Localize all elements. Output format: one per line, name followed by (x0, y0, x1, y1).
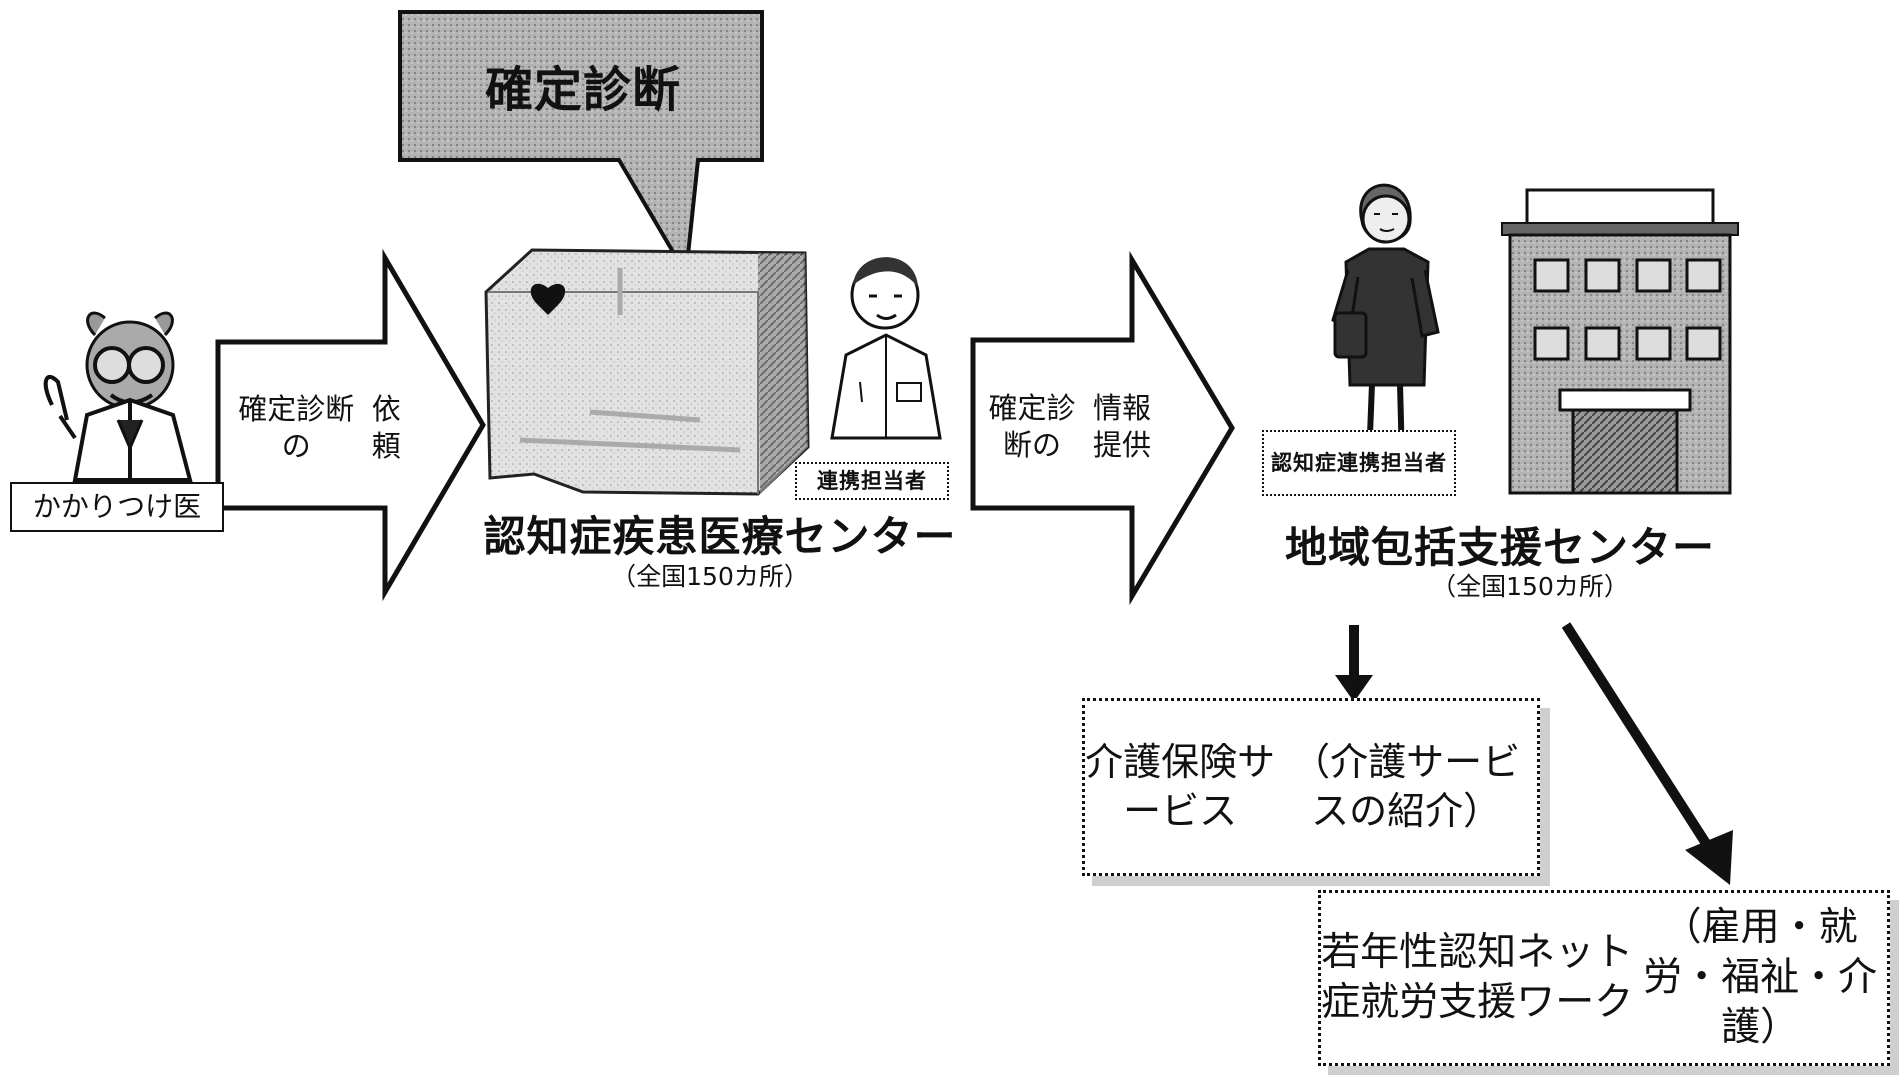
information-arrow-label-line-1: 確定診断の (988, 390, 1076, 462)
arrow-information (970, 250, 1235, 606)
care-service-box: 介護保険サービス （介護サービスの紹介） (1082, 698, 1540, 876)
information-arrow-label-line-2: 情報提供 (1092, 390, 1151, 462)
care-service-subtitle: （介護サービスの紹介） (1292, 740, 1521, 833)
arrow-referral (215, 248, 486, 602)
support-staff-person-icon (1331, 183, 1440, 465)
information-arrow-label: 確定診断の 情報提供 (982, 385, 1162, 469)
support-center-staff-label: 認知症 連携担当者 (1262, 430, 1456, 496)
employment-network-line-2: ネットワーク (1516, 930, 1634, 1025)
support-center-count: （全国150カ所） (1431, 572, 1629, 601)
medical-center-staff-label: 連携担当者 (795, 462, 949, 500)
support-center-name: 地域包括支援センター (1284, 523, 1715, 573)
doctor-icon (43, 311, 193, 482)
doctor-label: かかりつけ医 (10, 482, 224, 532)
medical-center-name: 認知症疾患医療センター (483, 512, 957, 562)
support-center-building-icon (1501, 188, 1739, 495)
employment-network-line-3: （雇用・就労・福祉・介護） (1643, 905, 1878, 1050)
referral-arrow-label-line-2: 依頼 (371, 391, 401, 463)
employment-network-box: 若年性認知症就労支援 ネットワーク （雇用・就労・福祉・介護） (1318, 890, 1890, 1066)
support-center-staff-label-line-2: 連携担当者 (1337, 450, 1447, 475)
confirmed-diagnosis-callout-shape (398, 10, 764, 281)
heart-icon (530, 283, 566, 315)
referral-arrow-label-line-1: 確定診断の (238, 391, 355, 463)
coordinator-person-icon (830, 257, 942, 440)
hospital-building-icon (484, 248, 810, 496)
medical-center-count: （全国150カ所） (611, 562, 809, 591)
support-center-staff-label-line-1: 認知症 (1271, 450, 1337, 475)
referral-arrow-label: 確定診断の 依頼 (232, 388, 412, 468)
down-arrow-care-service (1335, 625, 1373, 702)
care-service-title: 介護保険サービス (1085, 740, 1276, 833)
diagonal-arrow-employment-network (1561, 622, 1733, 885)
confirmed-diagnosis-callout-label: 確定診断 (484, 62, 681, 119)
employment-network-line-1: 若年性認知症就労支援 (1321, 930, 1517, 1025)
